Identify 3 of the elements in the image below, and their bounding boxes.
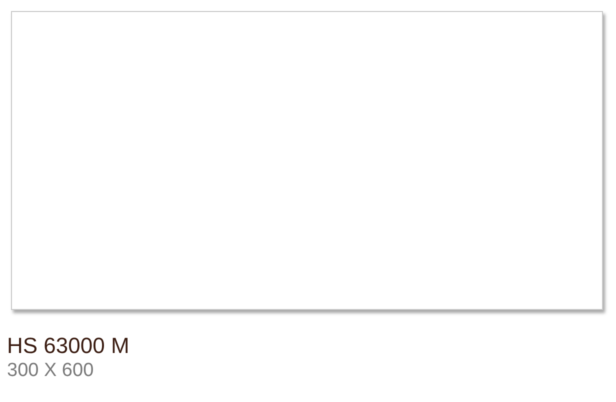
tile-panel bbox=[11, 11, 603, 310]
product-code: HS 63000 M bbox=[7, 334, 130, 358]
size-label: 300 X 600 bbox=[7, 361, 95, 382]
